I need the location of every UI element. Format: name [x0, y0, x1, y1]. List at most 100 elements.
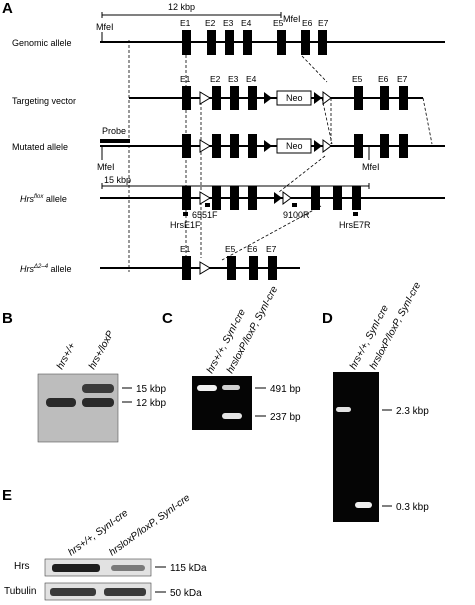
neo-label: Neo: [286, 141, 303, 151]
band-size-label: 115 kDa: [170, 563, 207, 574]
exon-box: [182, 186, 191, 210]
exon-label: E6: [302, 18, 313, 28]
primer-label: 6551F: [192, 210, 218, 220]
loxp-triangle: [282, 191, 292, 205]
exon-box: [207, 30, 216, 55]
exon-label: E7: [266, 244, 277, 254]
band-size-label: 50 kDa: [170, 588, 202, 599]
blot-band: [104, 588, 146, 596]
row-delta: HrsΔ2–4 allele E1 E5 E6 E7: [20, 244, 300, 280]
mfei-site: MfeI: [362, 162, 380, 172]
blot-row-label: Tubulin: [4, 586, 36, 597]
exon-label: E1: [180, 18, 191, 28]
band-size-label: 2.3 kbp: [396, 406, 429, 417]
exon-box: [249, 256, 258, 280]
primer-mark: [292, 203, 297, 207]
exon-label: E3: [223, 18, 234, 28]
row-targeting-label: Targeting vector: [12, 96, 76, 106]
panel-b-letter: B: [2, 310, 13, 327]
panel-c-letter: C: [162, 310, 173, 327]
probe-label: Probe: [102, 126, 126, 136]
blot-band: [52, 564, 100, 572]
gel-band: [197, 385, 217, 391]
exon-box: [248, 86, 257, 110]
exon-box: [333, 186, 342, 210]
gel-band: [46, 398, 76, 407]
row-genomic: Genomic allele MfeI MfeI E1 E2 E3 E4 E5 …: [12, 14, 445, 55]
lane-label: hrs+/loxP: [87, 329, 117, 372]
frt-triangle: [264, 92, 272, 104]
exon-box: [318, 30, 327, 55]
mfei-site: MfeI: [283, 14, 301, 24]
gel-band: [222, 385, 240, 390]
band-size-label: 237 bp: [270, 412, 301, 423]
exon-box: [227, 256, 236, 280]
exon-label: E4: [246, 74, 257, 84]
panel-d: D hrs+/+, SynI-cre hrsloxP/loxP, SynI-cr…: [322, 280, 429, 522]
exon-box: [277, 30, 286, 55]
primer-label: HrsE1F: [170, 220, 201, 230]
neo-cassette: [276, 138, 312, 154]
row-mutated: Mutated allele Probe MfeI MfeI Neo: [12, 126, 445, 172]
band-size-label: 491 bp: [270, 384, 301, 395]
panel-c: C hrs+/+, SynI-cre hrsloxP/loxP, SynI-cr…: [162, 284, 301, 430]
exon-box: [380, 86, 389, 110]
row-mutated-label: Mutated allele: [12, 142, 68, 152]
primer-mark: [205, 203, 210, 207]
mfei-site: MfeI: [97, 162, 115, 172]
exon-box: [230, 86, 239, 110]
panel-a-letter: A: [2, 0, 13, 17]
exon-box: [182, 256, 191, 280]
frt-triangle: [264, 140, 272, 152]
exon-box: [230, 186, 239, 210]
exon-label: E5: [352, 74, 363, 84]
loxp-triangle: [199, 191, 211, 205]
row-delta-label: HrsΔ2–4 allele: [20, 264, 72, 274]
gel-band: [336, 407, 351, 412]
lane-label: hrs+/+: [55, 341, 78, 371]
exon-box: [212, 186, 221, 210]
gel-band: [355, 502, 372, 508]
exon-box: [212, 134, 221, 158]
row-flox: Hrsflox allele 6551F 9100R HrsE1F HrsE7R: [20, 186, 445, 230]
exon-label: E7: [397, 74, 408, 84]
exon-label: E1: [180, 74, 191, 84]
exon-box: [354, 86, 363, 110]
band-size-label: 15 kbp: [136, 384, 166, 395]
dashed-guides: [128, 40, 433, 272]
ruler-12kbp-label: 12 kbp: [168, 2, 195, 12]
neo-label: Neo: [286, 93, 303, 103]
exon-box: [182, 134, 191, 158]
gel-band: [82, 384, 114, 393]
exon-label: E5: [225, 244, 236, 254]
ruler-12kbp: 12 kbp: [101, 2, 282, 18]
exon-box: [399, 86, 408, 110]
loxp-triangle: [199, 139, 211, 153]
primer-mark: [183, 212, 188, 216]
exon-label: E5: [273, 18, 284, 28]
primer-label: 9100R: [283, 210, 310, 220]
blot-band: [111, 565, 145, 571]
row-flox-label: Hrsflox allele: [20, 194, 67, 204]
mfei-site: MfeI: [96, 22, 114, 32]
panel-a: A 12 kbp Genomic allele MfeI: [2, 0, 445, 280]
panel-d-letter: D: [322, 310, 333, 327]
exon-label: E2: [210, 74, 221, 84]
exon-box: [248, 134, 257, 158]
exon-box: [399, 134, 408, 158]
exon-box: [380, 134, 389, 158]
loxp-triangle: [199, 91, 211, 105]
exon-label: E1: [180, 244, 191, 254]
gel-band: [222, 413, 242, 419]
primer-label: HrsE7R: [339, 220, 371, 230]
exon-label: E2: [205, 18, 216, 28]
exon-box: [248, 186, 257, 210]
panel-e: E hrs+/+, SynI-cre hrsloxP/loxP, SynI-cr…: [2, 487, 207, 601]
exon-label: E6: [378, 74, 389, 84]
exon-box: [268, 256, 277, 280]
loxp-triangle: [322, 91, 332, 105]
exon-box: [225, 30, 234, 55]
row-genomic-label: Genomic allele: [12, 38, 72, 48]
neo-cassette: [276, 90, 312, 106]
